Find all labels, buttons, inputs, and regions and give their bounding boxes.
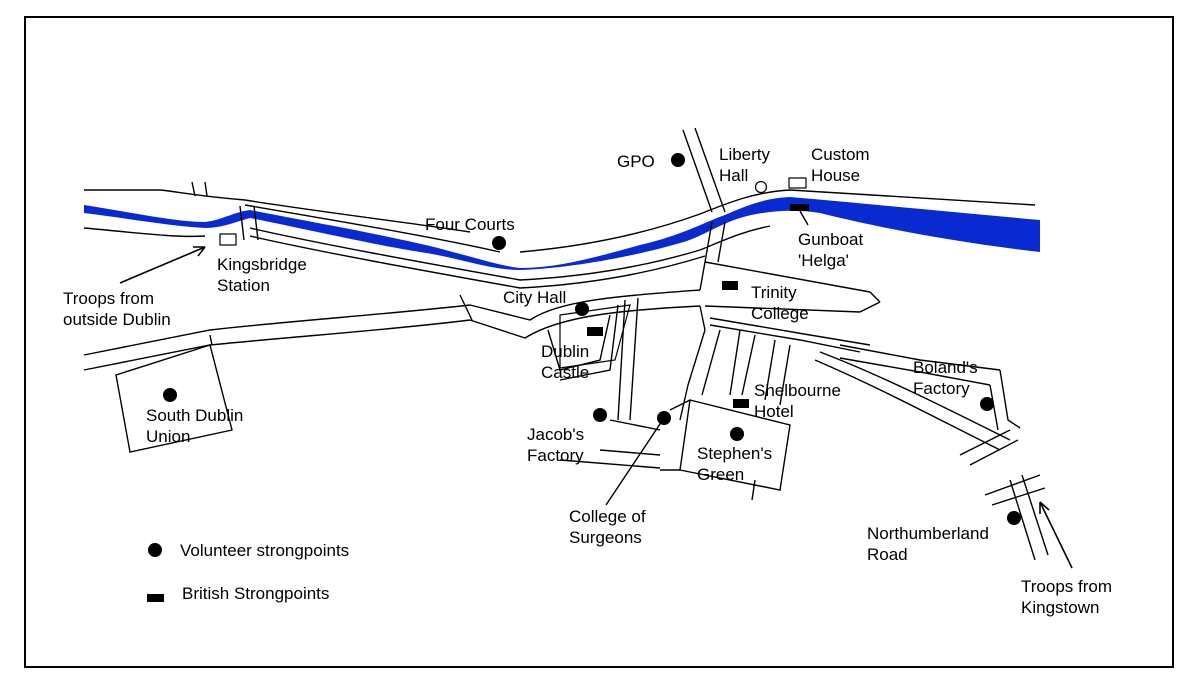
south-dublin-union-outline	[115, 344, 233, 453]
northumberland-road-label-line-1: Northumberland	[867, 524, 989, 543]
trinity-college-strongpoint-bar	[722, 281, 738, 290]
troops-outside-arrow	[119, 246, 206, 284]
legend-volunteer-dot	[148, 543, 162, 557]
stephens-green-label-line-1: Stephen's	[697, 444, 773, 463]
troops-outside-label: Troops from outside Dublin	[63, 288, 171, 330]
trinity-college-label-line-1: Trinity	[751, 283, 797, 302]
northumberland-road-label-line-2: Road	[867, 545, 908, 564]
gunboat-label-line-2: 'Helga'	[798, 251, 849, 270]
troops-kingstown-arrow	[1039, 501, 1073, 569]
stephens-green-label: Stephen's Green	[697, 443, 772, 485]
gunboat-pointer-line	[799, 210, 809, 226]
south-dublin-union-label-line-1: South Dublin	[146, 406, 244, 425]
dublin-castle-label-line-1: Dublin	[541, 342, 590, 361]
bolands-factory-label-line-2: Factory	[913, 379, 970, 398]
gpo-label: GPO	[617, 152, 655, 171]
city-hall-strongpoint-dot	[575, 302, 589, 316]
northumberland-road-strongpoint-dot	[1007, 511, 1021, 525]
gunboat-helga-strongpoint-bar	[790, 204, 809, 211]
kingsbridge-station-icon	[219, 233, 237, 246]
custom-house-label-line-1: Custom	[811, 145, 870, 164]
shelbourne-hotel-label-line-2: Hotel	[754, 402, 794, 421]
trinity-college-label: Trinity College	[751, 282, 809, 324]
dublin-castle-outline	[559, 304, 631, 369]
custom-house-label-line-2: House	[811, 166, 861, 185]
city-hall-label: City Hall	[503, 288, 567, 307]
liberty-hall-label: Liberty Hall	[719, 144, 770, 186]
stephens-green-strongpoint-dot	[730, 427, 744, 441]
troops-kingstown-label-line-2: Kingstown	[1021, 598, 1100, 617]
bolands-factory-label-line-1: Boland's	[913, 358, 978, 377]
college-of-surgeons-label: College of Surgeons	[569, 506, 646, 548]
south-dublin-union-strongpoint-dot	[163, 388, 177, 402]
custom-house-label: Custom House	[811, 144, 870, 186]
shelbourne-hotel-label: Shelbourne Hotel	[754, 380, 841, 422]
troops-kingstown-label: Troops from Kingstown	[1021, 576, 1112, 618]
street-network	[83, 127, 1049, 561]
college-of-surgeons-label-line-1: College of	[569, 507, 646, 526]
kingsbridge-label: Kingsbridge Station	[217, 254, 307, 296]
shelbourne-hotel-label-line-1: Shelbourne	[754, 381, 841, 400]
bolands-factory-strongpoint-dot	[980, 397, 994, 411]
south-dublin-union-label-line-2: Union	[146, 427, 191, 446]
troops-outside-label-line-2: outside Dublin	[63, 310, 171, 329]
jacobs-factory-label-line-2: Factory	[527, 446, 584, 465]
kingsbridge-label-line-1: Kingsbridge	[217, 255, 307, 274]
volunteer-strongpoints	[148, 153, 1021, 557]
gpo-strongpoint-dot	[671, 153, 685, 167]
college-of-surgeons-label-line-2: Surgeons	[569, 528, 642, 547]
gunboat-label: Gunboat 'Helga'	[798, 229, 863, 271]
jacobs-factory-label-line-1: Jacob's	[527, 425, 585, 444]
liberty-hall-label-line-1: Liberty	[719, 145, 771, 164]
stephens-green-label-line-2: Green	[697, 465, 745, 484]
map-frame	[24, 16, 1174, 668]
custom-house-icon	[788, 177, 807, 189]
jacobs-factory-label: Jacob's Factory	[527, 424, 584, 466]
dublin-castle-label: Dublin Castle	[541, 341, 589, 383]
troops-outside-label-line-1: Troops from	[63, 289, 155, 308]
kingsbridge-label-line-2: Station	[217, 276, 270, 295]
british-strongpoints	[147, 204, 809, 602]
shelbourne-hotel-strongpoint-bar	[733, 399, 749, 408]
college-of-surgeons-pointer-line	[605, 417, 665, 506]
troops-kingstown-label-line-1: Troops from	[1021, 577, 1113, 596]
bolands-factory-label: Boland's Factory	[913, 357, 978, 399]
jacobs-factory-strongpoint-dot	[593, 408, 607, 422]
gunboat-label-line-1: Gunboat	[798, 230, 864, 249]
legend-british-bar	[147, 594, 164, 602]
trinity-college-label-line-2: College	[751, 304, 809, 323]
dublin-castle-strongpoint-bar	[587, 327, 603, 336]
four-courts-label: Four Courts	[425, 215, 515, 234]
legend-british-label: British Strongpoints	[182, 584, 330, 603]
south-dublin-union-label: South Dublin Union	[146, 405, 243, 447]
legend-volunteer-label: Volunteer strongpoints	[180, 541, 350, 560]
dublin-castle-label-line-2: Castle	[541, 363, 590, 382]
northumberland-road-label: Northumberland Road	[867, 523, 989, 565]
four-courts-strongpoint-dot	[492, 236, 506, 250]
liberty-hall-label-line-2: Hall	[719, 166, 749, 185]
liberty-hall-icon	[754, 180, 768, 194]
